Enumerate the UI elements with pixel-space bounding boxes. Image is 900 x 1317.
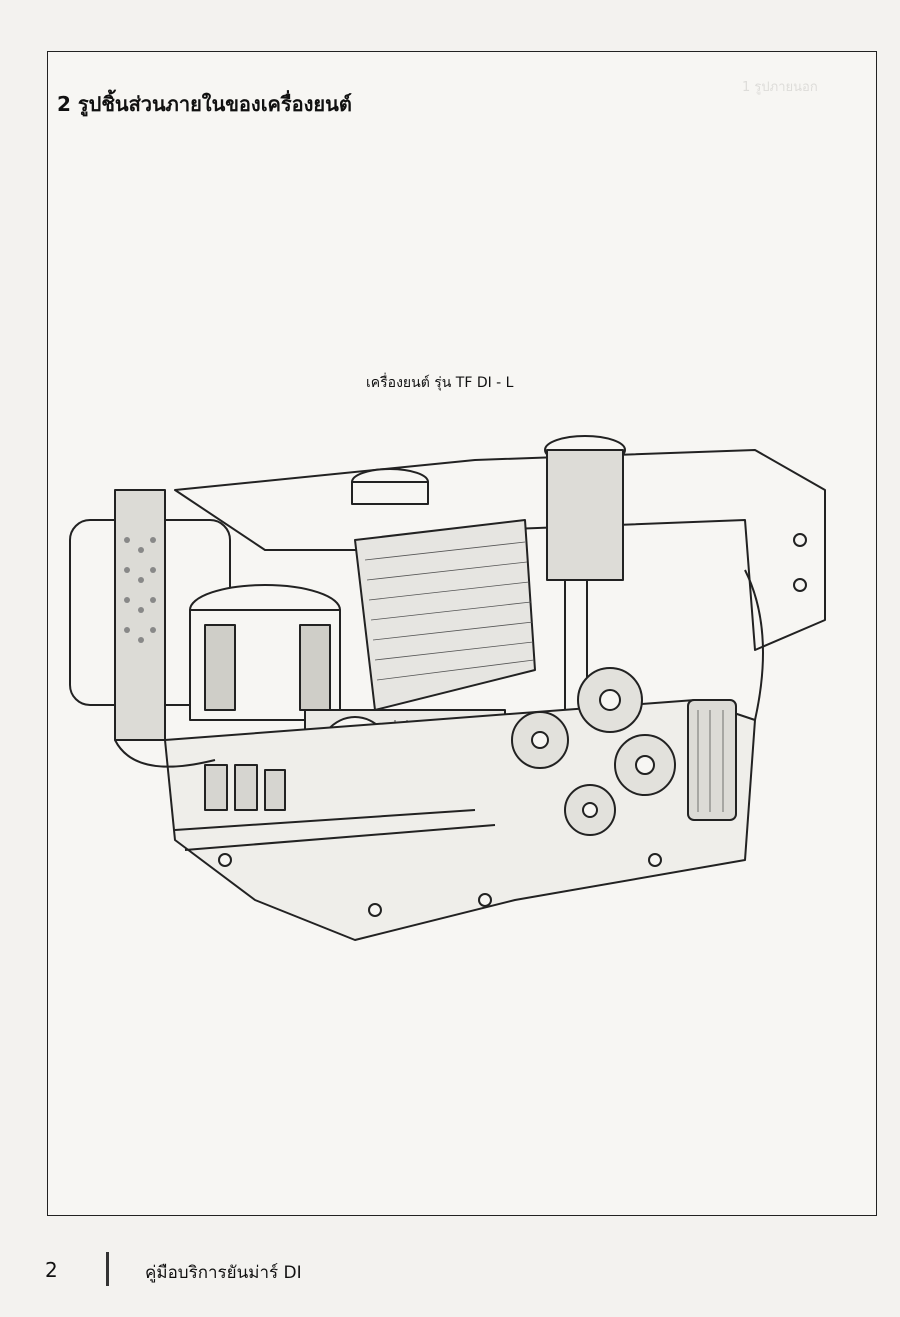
radiator-core: [354, 519, 536, 711]
air-cleaner-element: [546, 449, 624, 581]
illustration-caption: เครื่องยนต์ รุ่น TF DI - L: [366, 375, 514, 391]
page-number: 2: [45, 1258, 58, 1282]
footer-divider: [106, 1252, 109, 1286]
section-heading: 2 รูปชิ้นส่วนภายในของเครื่องยนต์: [57, 92, 352, 116]
fuel-filter: [687, 699, 737, 821]
manual-title: คู่มือบริการยันม่าร์ DI: [145, 1263, 302, 1283]
timing-gears: [511, 667, 676, 836]
crankcase: [164, 699, 756, 941]
engine-cutaway-illustration: [69, 435, 826, 941]
bolt-icon: [218, 533, 807, 917]
show-through-heading: 1 รูปภายนอก: [742, 80, 818, 95]
fuel-tank: [174, 449, 826, 651]
valve-springs: [204, 764, 286, 811]
